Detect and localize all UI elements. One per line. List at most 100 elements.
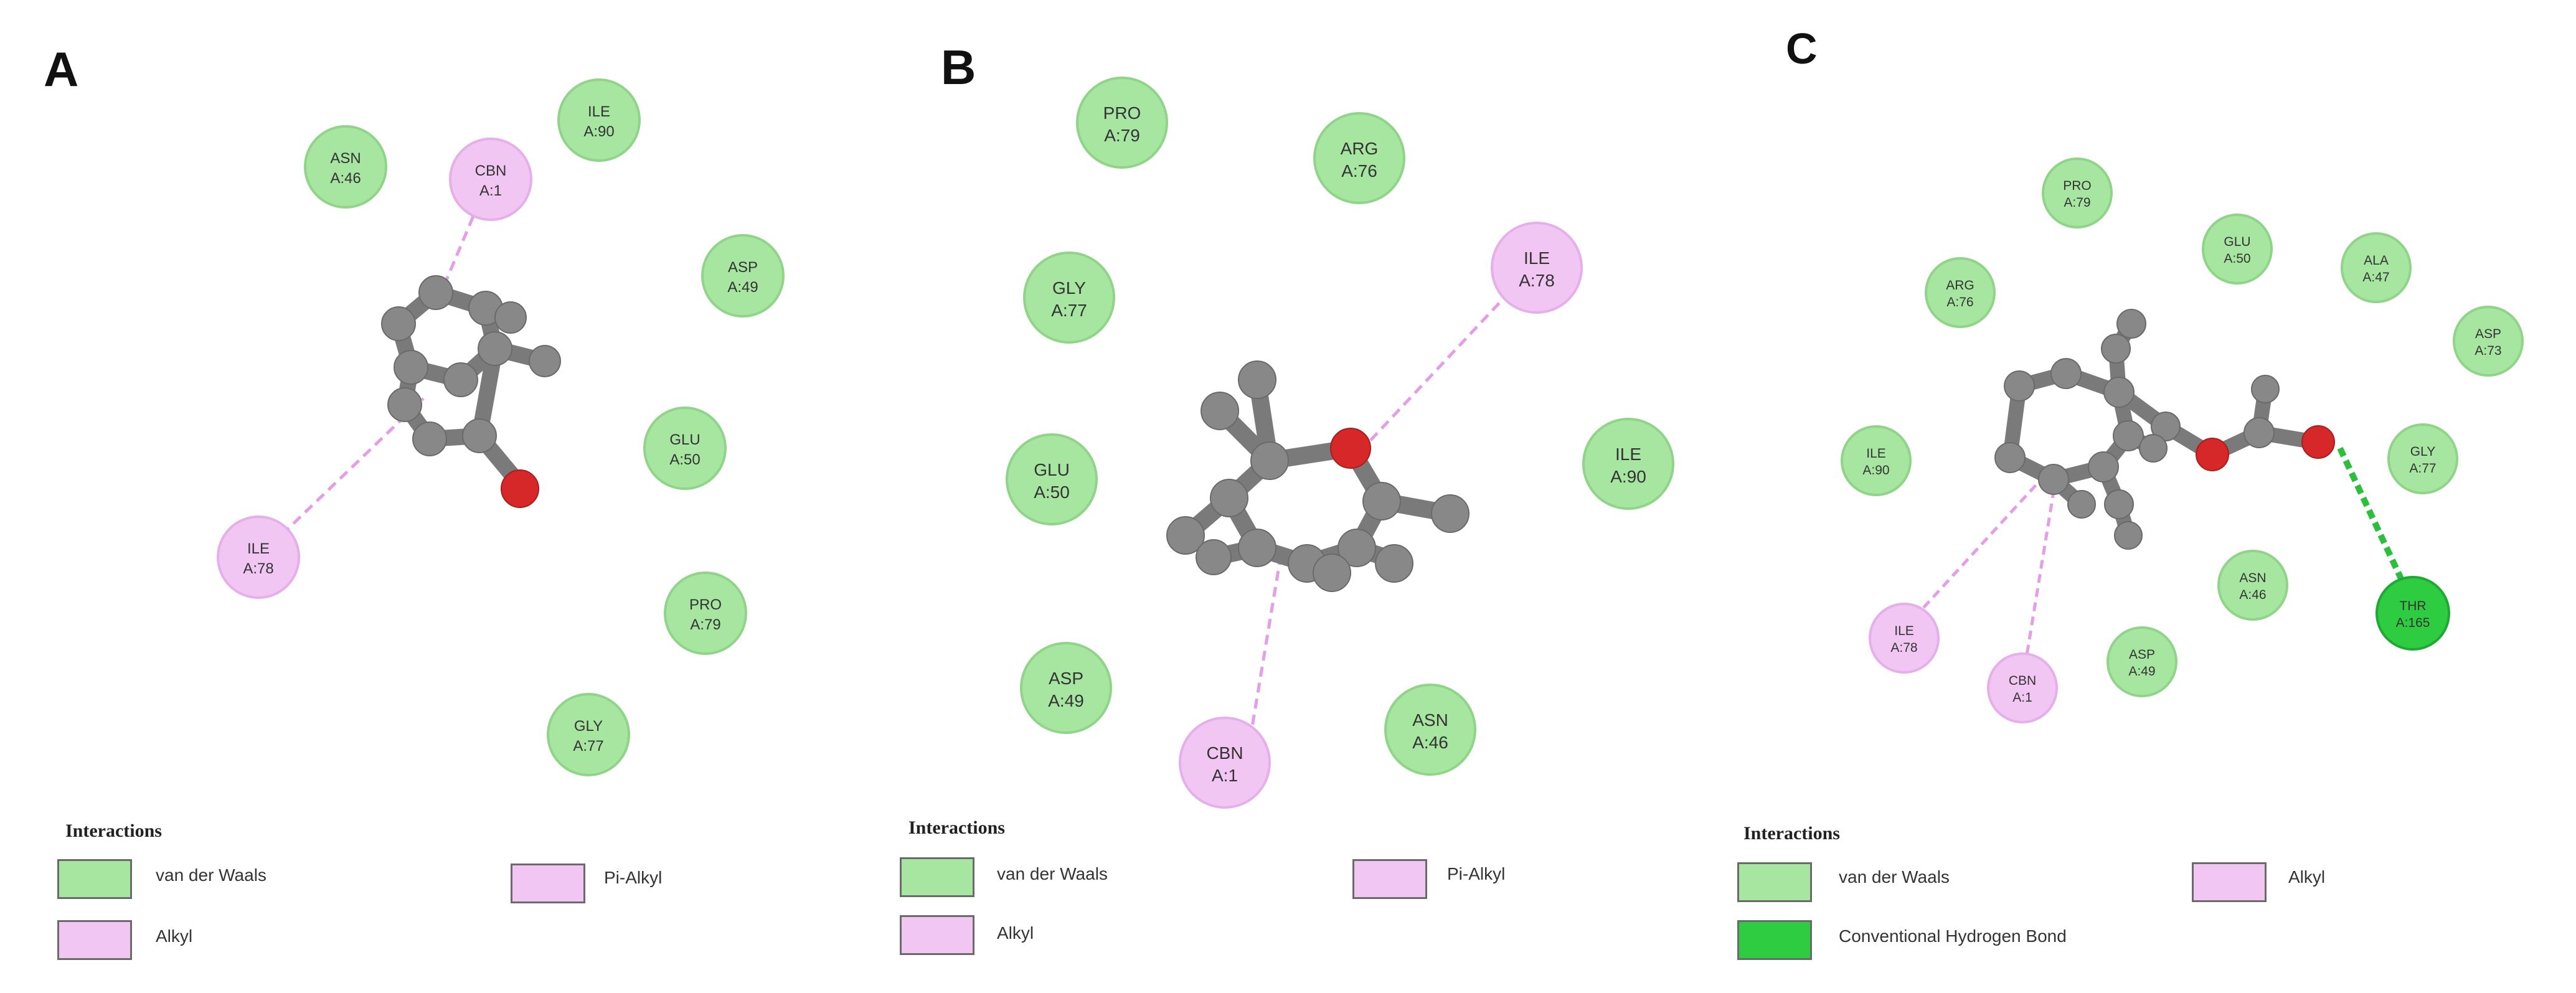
svg-text:A:79: A:79 — [690, 616, 720, 633]
legend-swatch-alkyl — [57, 920, 132, 960]
panel-a-diagram: A — [44, 42, 785, 776]
svg-text:A:50: A:50 — [1034, 482, 1070, 502]
svg-text:PRO: PRO — [1103, 103, 1141, 123]
residue-node: ILE A:78 — [1869, 603, 1940, 674]
residue-node: ILE A:78 — [217, 515, 300, 599]
svg-text:A:50: A:50 — [2224, 252, 2250, 266]
svg-text:A:76: A:76 — [1946, 295, 1973, 309]
svg-text:A:77: A:77 — [1051, 301, 1087, 320]
residue-node: ASP A:73 — [2453, 306, 2524, 377]
residue-node: ILE A:78 — [1491, 222, 1583, 314]
svg-text:A:47: A:47 — [2362, 270, 2389, 285]
svg-text:A:78: A:78 — [1890, 641, 1917, 655]
legend-swatch-hbond — [1737, 920, 1812, 960]
residue-node: GLU A:50 — [643, 407, 727, 490]
svg-text:ILE: ILE — [1524, 248, 1550, 268]
svg-text:A:50: A:50 — [669, 451, 700, 468]
residue-node: ASP A:49 — [1020, 642, 1112, 734]
panel-letter: A — [44, 42, 78, 96]
oxygen-atom — [2301, 425, 2335, 459]
svg-text:A:90: A:90 — [1610, 467, 1646, 486]
svg-text:A:78: A:78 — [1519, 271, 1555, 290]
svg-text:ASN: ASN — [1412, 710, 1448, 730]
svg-text:CBN: CBN — [475, 162, 507, 179]
svg-text:ILE: ILE — [588, 103, 610, 120]
residue-node: CBN A:1 — [1179, 717, 1271, 809]
svg-text:GLU: GLU — [669, 431, 700, 448]
panel-b: B — [859, 0, 1717, 993]
svg-text:A:90: A:90 — [583, 123, 614, 140]
legend-swatch-vdw — [57, 859, 132, 899]
oxygen-atom — [501, 469, 539, 508]
svg-text:A:49: A:49 — [1048, 691, 1084, 710]
legend-label: Pi-Alkyl — [604, 868, 663, 887]
residue-node: ILE A:90 — [557, 78, 641, 162]
svg-text:GLU: GLU — [2224, 235, 2250, 249]
legend-label: Alkyl — [156, 926, 193, 946]
svg-text:GLY: GLY — [2410, 445, 2435, 459]
residue-node: ASN A:46 — [2217, 550, 2288, 621]
svg-text:A:90: A:90 — [1862, 463, 1889, 478]
residue-node: ASN A:46 — [1384, 684, 1476, 776]
legend-swatch-vdw — [900, 857, 974, 897]
panel-c: C — [1717, 0, 2576, 993]
svg-text:A:73: A:73 — [2475, 344, 2501, 358]
svg-text:ASP: ASP — [2475, 327, 2501, 341]
legend-swatch-pi-alkyl — [511, 864, 585, 903]
svg-text:PRO: PRO — [2063, 179, 2092, 193]
residue-node: CBN A:1 — [449, 138, 532, 221]
svg-text:A:77: A:77 — [2409, 461, 2436, 476]
ligand-molecule — [1994, 309, 2335, 550]
residue-node: ASP A:49 — [2107, 626, 2177, 697]
svg-text:ILE: ILE — [247, 540, 270, 557]
svg-text:A:77: A:77 — [573, 738, 603, 755]
svg-text:ARG: ARG — [1341, 139, 1379, 158]
residue-node: GLY A:77 — [1023, 252, 1115, 344]
svg-text:A:1: A:1 — [2012, 690, 2032, 705]
legend-swatch-alkyl — [2192, 862, 2267, 902]
residue-node: ARG A:76 — [1313, 112, 1405, 204]
legend-title: Interactions — [1743, 823, 1840, 844]
svg-text:ILE: ILE — [1866, 446, 1886, 461]
svg-text:GLY: GLY — [1052, 278, 1086, 298]
legend-swatch-vdw — [1737, 862, 1812, 902]
svg-text:A:49: A:49 — [2128, 664, 2155, 679]
panel-b-diagram: B — [941, 40, 1674, 809]
svg-text:ASP: ASP — [728, 259, 758, 276]
residue-node: ILE A:90 — [1582, 418, 1674, 510]
svg-text:GLU: GLU — [1034, 460, 1070, 479]
alkyl-interaction-line — [1903, 478, 2042, 630]
residue-node: GLU A:50 — [1006, 433, 1098, 525]
oxygen-atom — [2196, 438, 2229, 471]
svg-text:ILE: ILE — [1615, 445, 1641, 464]
svg-text:A:78: A:78 — [243, 560, 273, 577]
svg-text:A:76: A:76 — [1341, 161, 1377, 181]
panel-letter: B — [941, 40, 976, 95]
svg-text:ALA: ALA — [2364, 253, 2389, 268]
residue-node: ARG A:76 — [1925, 257, 1996, 328]
legend-title: Interactions — [65, 821, 162, 841]
svg-text:A:46: A:46 — [1412, 733, 1448, 752]
svg-text:PRO: PRO — [689, 596, 722, 613]
svg-text:ILE: ILE — [1894, 624, 1914, 638]
ligand-molecule — [1166, 360, 1470, 592]
residue-node: ASP A:49 — [701, 234, 785, 318]
legend-label: Alkyl — [2288, 867, 2326, 887]
residue-node: PRO A:79 — [1076, 77, 1168, 169]
svg-text:A:49: A:49 — [727, 279, 758, 296]
panel-c-diagram: C — [1786, 24, 2524, 723]
svg-text:ARG: ARG — [1946, 278, 1974, 293]
svg-text:A:165: A:165 — [2396, 616, 2430, 630]
svg-text:ASN: ASN — [2239, 571, 2266, 585]
svg-text:A:46: A:46 — [2239, 588, 2266, 602]
svg-text:GLY: GLY — [574, 718, 603, 735]
residue-node: CBN A:1 — [1987, 652, 2058, 723]
residue-node: ALA A:47 — [2341, 232, 2412, 303]
ligand-molecule — [381, 275, 561, 508]
residue-node: ASN A:46 — [304, 125, 387, 209]
legend-label: van der Waals — [997, 864, 1108, 883]
svg-text:CBN: CBN — [1206, 743, 1243, 763]
svg-text:ASP: ASP — [1049, 669, 1083, 688]
legend-label: van der Waals — [156, 865, 267, 885]
svg-text:A:79: A:79 — [1104, 126, 1140, 145]
